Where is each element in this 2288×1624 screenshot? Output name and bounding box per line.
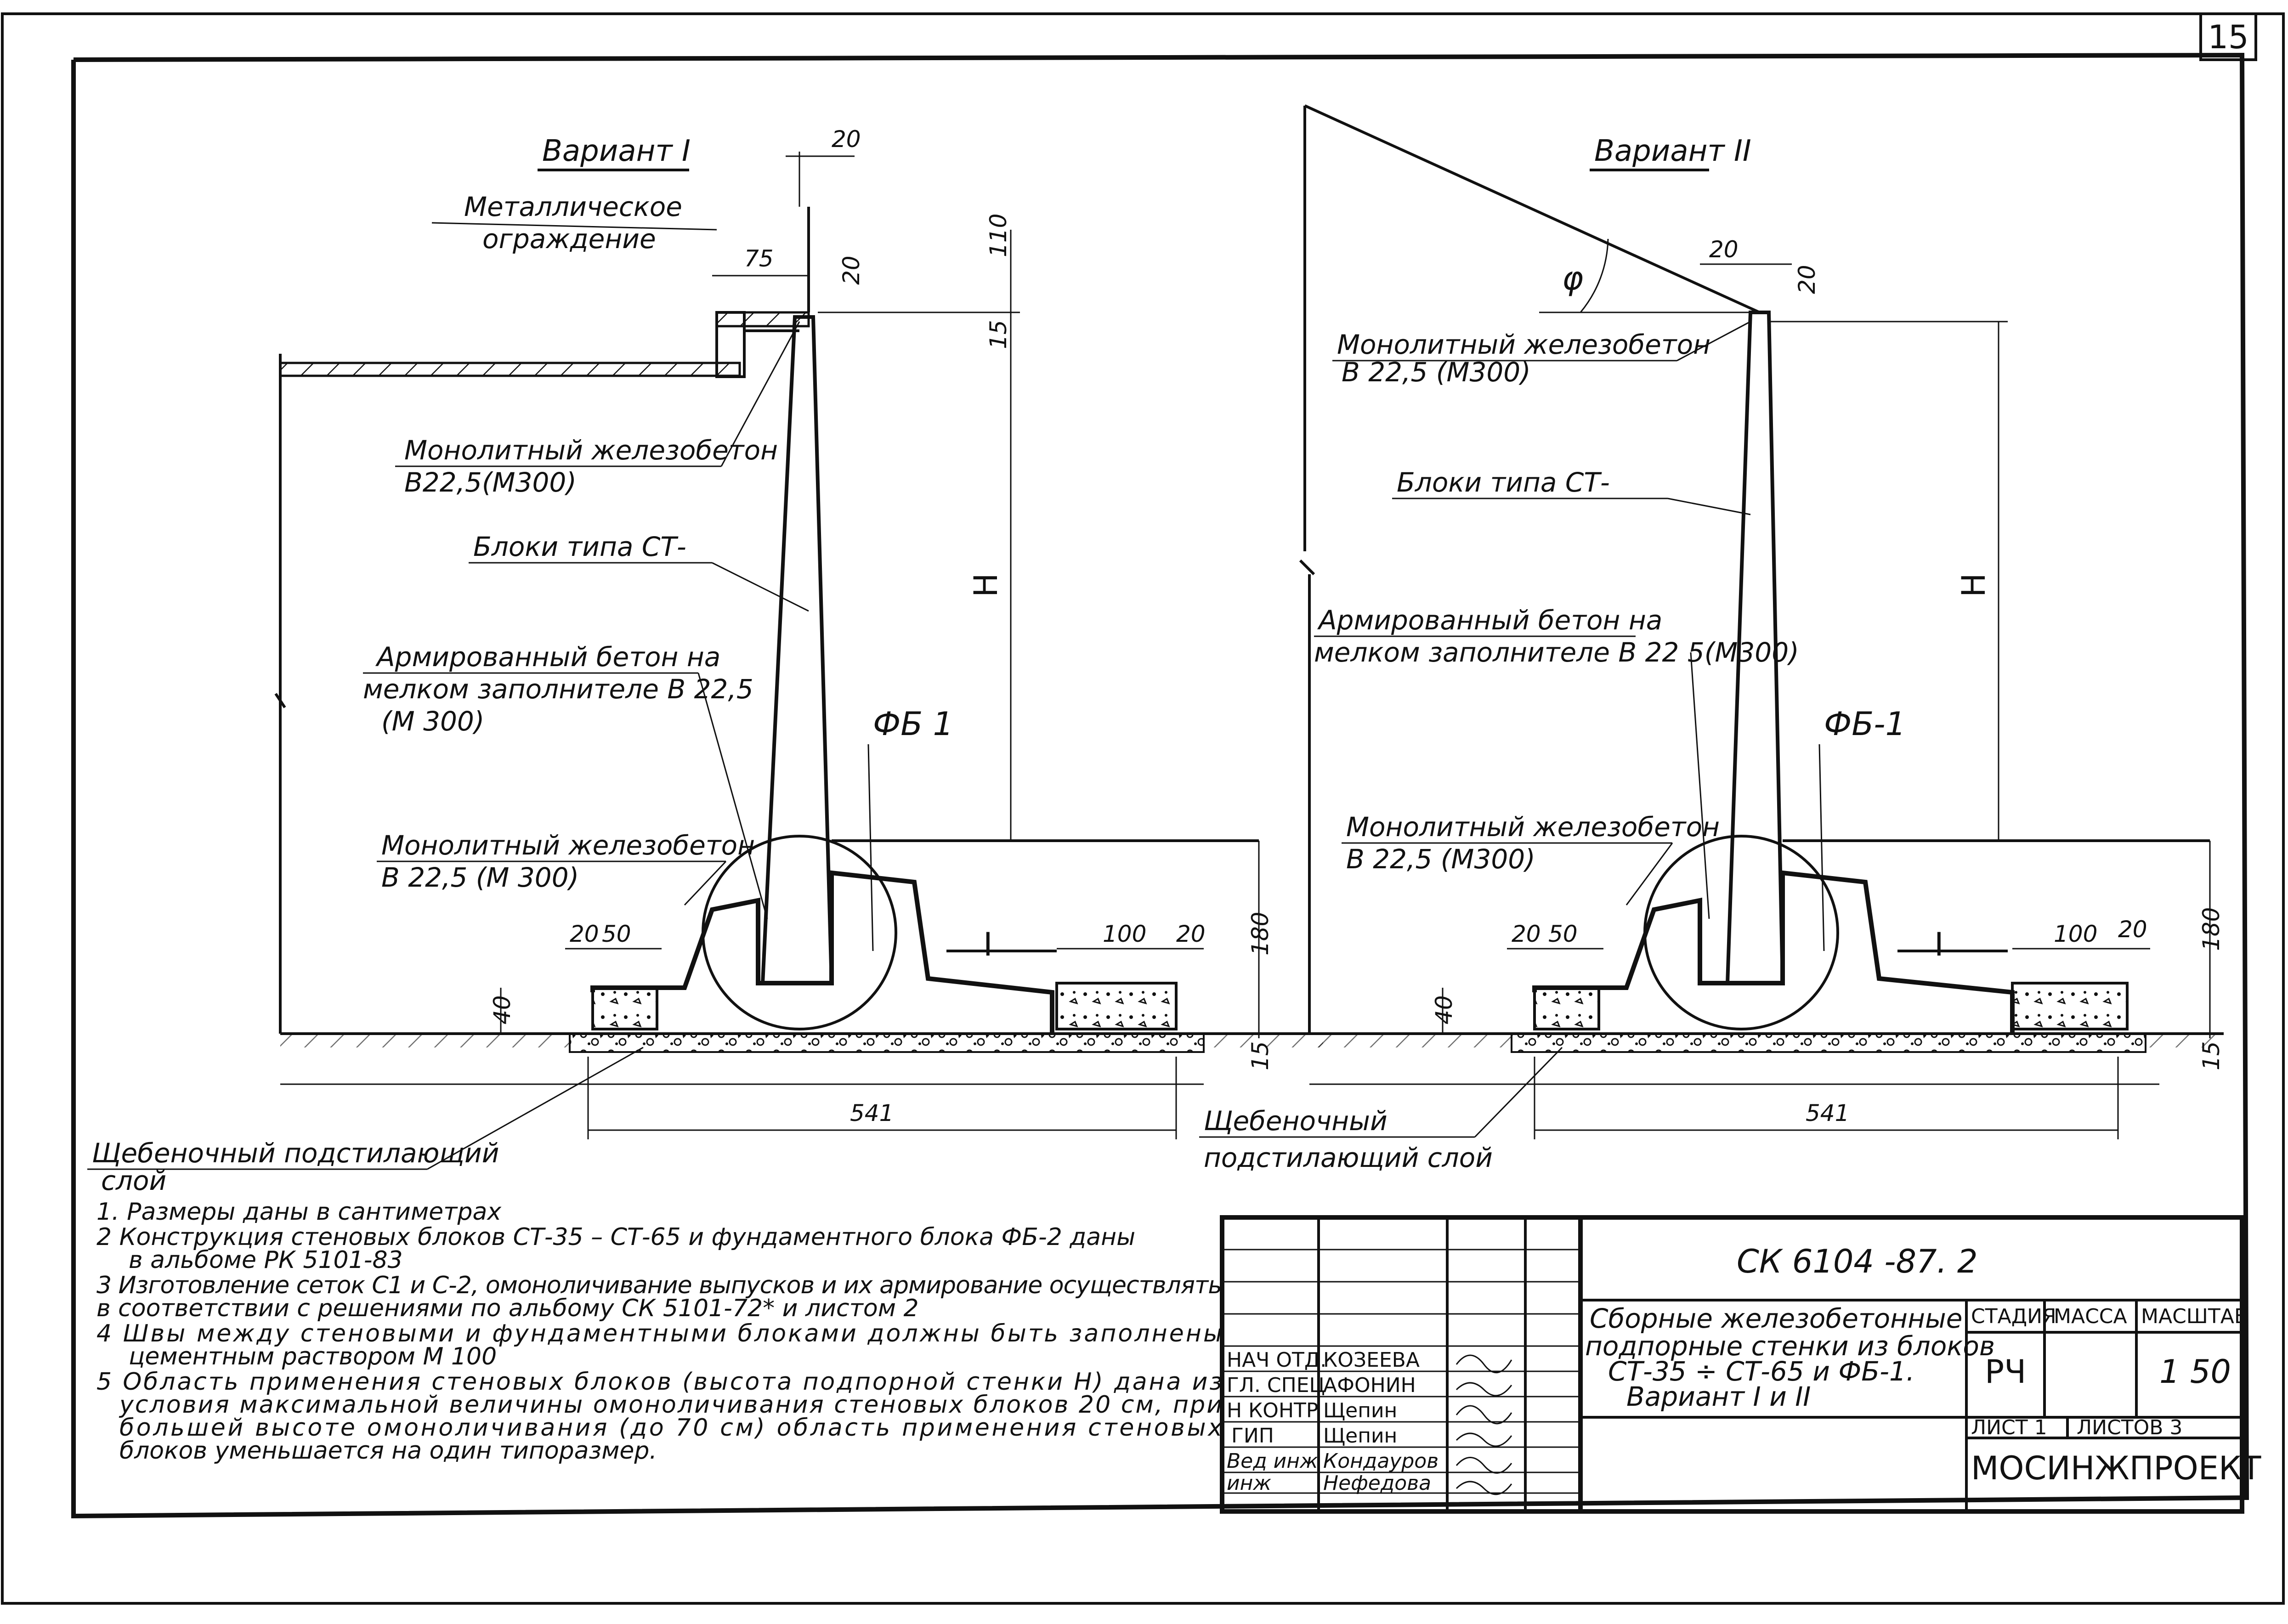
dim-75: 75	[744, 245, 774, 272]
sheet-frame: 15	[1, 12, 2285, 1605]
blocks-label-1: Блоки типа СТ-	[473, 531, 686, 562]
gravel-label-2-a: Щебеночный	[1204, 1105, 1388, 1137]
reinforced-label-2-b: мелком заполнителе В 22 5(М300)	[1314, 637, 1799, 668]
variant-1-title: Вариант I	[542, 134, 691, 168]
dim-50-1: 50	[602, 921, 631, 947]
note-line-8: условия максимальной величины омоноличив…	[119, 1391, 1222, 1419]
doc-code: СК 6104 -87. 2	[1737, 1243, 1978, 1280]
dim-20-right-1: 20	[1176, 921, 1206, 947]
description-line-2: подпорные стенки из блоков	[1585, 1330, 1995, 1362]
note-line-2: в альбоме РК 5101-83	[129, 1246, 403, 1274]
note-line-3: 3 Изготовление сеток С1 и С-2, омоноличи…	[96, 1272, 1222, 1299]
sheet-label: ЛИСТ 1	[1971, 1416, 2047, 1439]
description-line-3: СТ-35 ÷ СТ-65 и ФБ-1.	[1608, 1356, 1914, 1387]
mono-top-label-2-a: Монолитный железобетон	[1337, 329, 1710, 360]
signer-name-0: КОЗЕЕВА	[1323, 1348, 1420, 1372]
note-line-4: в соответствии с решениями по альбому СК…	[96, 1295, 919, 1322]
signer-name-2: Щепин	[1323, 1399, 1397, 1422]
fb-label-1: ФБ 1	[873, 705, 953, 743]
blocks-label-2: Блоки типа СТ-	[1397, 467, 1610, 498]
section-mark-2: I	[1934, 926, 1944, 963]
notes-block: 1. Размеры даны в сантиметрах 2 Конструк…	[96, 1198, 1223, 1465]
dim-15-bottom-2: 15	[2198, 1041, 2225, 1070]
dim-20-left-2: 20	[1512, 921, 1541, 947]
stage-value: РЧ	[1985, 1353, 2026, 1391]
angle-label-2: φ	[1562, 260, 1583, 297]
mono-top-label-2: В22,5(М300)	[404, 467, 577, 498]
note-line-10: блоков уменьшается на один типоразмер.	[119, 1437, 657, 1465]
signer-role-5: инж	[1227, 1471, 1271, 1495]
gravel-label-2-b: подстилающий слой	[1204, 1142, 1493, 1173]
dim-100-1: 100	[1103, 921, 1146, 947]
stage-header: СТАДИЯ	[1971, 1305, 2056, 1328]
dim-20-side: 20	[838, 255, 865, 285]
dim-15-bottom-1: 15	[1247, 1041, 1274, 1070]
dim-H-2: H	[1955, 573, 1993, 597]
mono-bottom-label-2: В 22,5 (М 300)	[381, 862, 579, 893]
railing-label-2: ограждение	[482, 223, 656, 255]
signer-name-4: Кондауров	[1323, 1449, 1438, 1473]
note-line-7: 5 Область применения стеновых блоков (вы…	[96, 1368, 1222, 1396]
organization: МОСИНЖПРОЕКТ	[1971, 1449, 2261, 1487]
dim-541-2: 541	[1806, 1100, 1849, 1126]
signer-role-4: Вед инж	[1227, 1449, 1318, 1473]
description-line-1: Сборные железобетонные	[1590, 1303, 1962, 1334]
scale-value: 1 50	[2159, 1353, 2231, 1391]
dim-20-top: 20	[832, 126, 861, 153]
note-line-0: 1. Размеры даны в сантиметрах	[96, 1198, 502, 1226]
signer-role-0: НАЧ ОТД.	[1227, 1348, 1326, 1372]
reinforced-label-1-b: мелком заполнителе В 22,5	[363, 673, 753, 705]
variant-2-drawing: Вариант II φ 20 20 H Монолитный железобе…	[1199, 104, 2225, 1173]
dim-100-2: 100	[2054, 921, 2097, 947]
gravel-label-1-b: слой	[101, 1165, 166, 1196]
dim-40-1: 40	[489, 995, 515, 1024]
variant-1-drawing: Вариант I Металлическое ограждение 20 75…	[87, 126, 1323, 1196]
signer-role-1: ГЛ. СПЕЦ	[1227, 1374, 1325, 1397]
mono-bottom-label-1: Монолитный железобетон	[381, 830, 755, 861]
fb-label-2: ФБ-1	[1824, 705, 1906, 743]
signer-role-3: ГИП	[1231, 1424, 1274, 1448]
dim-20-side-2: 20	[1794, 265, 1820, 294]
note-line-1: 2 Конструкция стеновых блоков СТ-35 – СТ…	[96, 1223, 1135, 1251]
dim-50-2: 50	[1548, 921, 1578, 947]
sheets-label: ЛИСТОВ 3	[2077, 1416, 2182, 1439]
note-line-5: 4 Швы между стеновыми и фундаментными бл…	[96, 1320, 1222, 1347]
title-block: НАЧ ОТД. КОЗЕЕВА ГЛ. СПЕЦ АФОНИН Н КОНТР…	[1220, 1215, 2261, 1514]
signer-name-1: АФОНИН	[1323, 1374, 1416, 1397]
dim-20-right-2: 20	[2118, 916, 2147, 943]
dim-15-top: 15	[985, 320, 1012, 349]
dim-20-top-2: 20	[1709, 236, 1739, 263]
scale-header: МАСШТАБ	[2141, 1305, 2248, 1328]
dim-180-2: 180	[2198, 907, 2225, 951]
sheet-number: 15	[2208, 18, 2248, 56]
reinforced-label-2-a: Армированный бетон на	[1317, 605, 1662, 636]
signer-name-3: Щепин	[1323, 1424, 1397, 1448]
dim-180-1: 180	[1247, 912, 1274, 956]
mono-bottom-label-2-b: В 22,5 (М300)	[1346, 843, 1535, 875]
mono-top-label-1: Монолитный железобетон	[404, 435, 778, 466]
dim-110: 110	[985, 214, 1012, 257]
signer-name-5: Нефедова	[1323, 1471, 1431, 1495]
signer-role-2: Н КОНТР	[1227, 1399, 1318, 1422]
variant-2-title: Вариант II	[1594, 134, 1751, 168]
dim-20-left-1: 20	[570, 921, 599, 947]
dim-40-2: 40	[1431, 995, 1457, 1024]
note-line-6: цементным раствором М 100	[129, 1343, 497, 1370]
note-line-9: большей высоте омоноличивания (до 70 см)…	[119, 1414, 1223, 1442]
dim-H-1: H	[967, 573, 1005, 597]
reinforced-label-1-c: (М 300)	[381, 706, 484, 737]
railing-label-1: Металлическое	[464, 191, 682, 222]
description-line-4: Вариант I и II	[1626, 1381, 1811, 1412]
dim-541-1: 541	[850, 1100, 894, 1126]
section-mark-1: I	[983, 926, 993, 963]
gravel-label-1-a: Щебеночный подстилающий	[92, 1137, 499, 1169]
mass-header: МАССА	[2054, 1305, 2127, 1328]
mono-top-label-2-b: В 22,5 (М300)	[1342, 356, 1531, 388]
mono-bottom-label-2-a: Монолитный железобетон	[1346, 811, 1720, 843]
reinforced-label-1-a: Армированный бетон на	[375, 641, 720, 673]
